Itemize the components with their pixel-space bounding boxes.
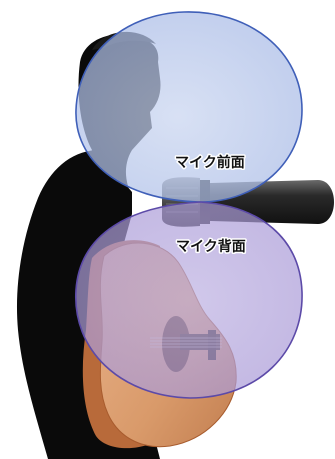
- back-pickup-lobe: [76, 202, 302, 398]
- front-pickup-lobe: [76, 12, 302, 202]
- front-label: マイク前面: [175, 154, 245, 171]
- back-label: マイク背面: [176, 238, 246, 255]
